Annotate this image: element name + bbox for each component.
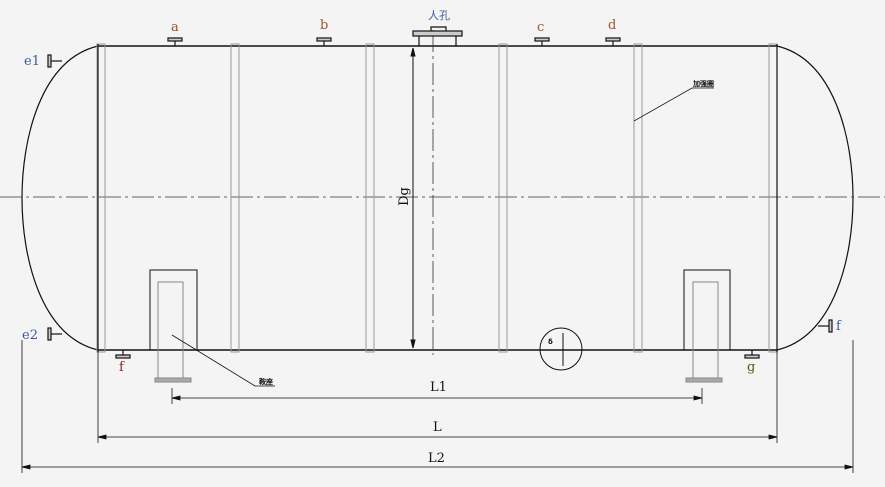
label-saddle: 鞍座	[259, 378, 273, 386]
nozzle-f-right	[828, 319, 833, 333]
ring	[498, 43, 508, 353]
ring	[768, 43, 778, 353]
ring	[96, 43, 106, 353]
thickness-callout	[539, 327, 583, 371]
label-f-right: f	[836, 319, 841, 334]
nozzle-a	[167, 37, 183, 42]
dg-dimension	[410, 47, 416, 349]
ring	[633, 43, 643, 353]
nozzle-f-bottom	[115, 354, 131, 359]
ring	[230, 43, 240, 353]
label-dg: Dg	[396, 187, 412, 206]
nozzle-b	[316, 37, 332, 42]
label-a: a	[171, 20, 179, 35]
left-head	[21, 45, 99, 351]
ring	[365, 43, 375, 353]
right-head	[776, 45, 854, 351]
stiffener-rings	[96, 43, 778, 353]
label-e1: e1	[24, 54, 40, 69]
saddle-leader	[171, 334, 275, 387]
manhole	[412, 26, 463, 46]
label-d: d	[608, 18, 617, 33]
dimension-lines	[21, 340, 854, 473]
saddle-right	[683, 269, 731, 383]
label-c: c	[537, 20, 545, 35]
nozzle-c	[534, 37, 550, 42]
label-stiffener: 加强圈	[693, 80, 714, 88]
label-g: g	[747, 360, 756, 375]
nozzle-g-bottom	[744, 354, 760, 359]
top-nozzles	[47, 26, 833, 359]
stiffener-leader	[633, 87, 714, 122]
nozzle-d	[605, 37, 621, 42]
label-L2: L2	[428, 451, 445, 466]
label-e2: e2	[22, 328, 38, 343]
label-b: b	[320, 18, 329, 33]
saddle-left	[149, 269, 198, 383]
nozzle-e1	[47, 54, 52, 68]
label-thickness: δ	[548, 338, 553, 346]
label-f-bottom: f	[119, 360, 124, 375]
label-L1: L1	[430, 380, 447, 395]
label-manhole: 人孔	[428, 9, 450, 22]
nozzle-e2	[47, 327, 52, 341]
label-L: L	[433, 420, 442, 435]
